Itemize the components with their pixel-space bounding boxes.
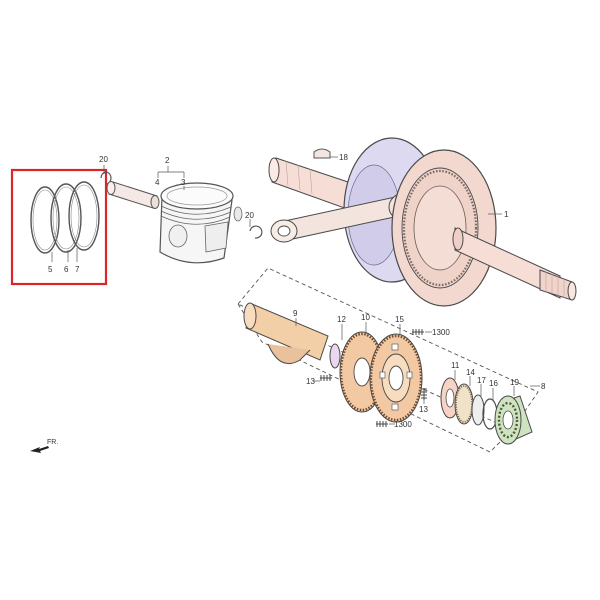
label-13-left: 13 [306, 377, 315, 386]
washer-17[interactable] [471, 394, 485, 426]
bolt-icon[interactable] [412, 329, 424, 335]
piston-ring-set[interactable] [30, 181, 100, 254]
bolt-icon[interactable] [320, 375, 332, 381]
label-19: 19 [510, 378, 519, 387]
ball-bearing[interactable] [494, 395, 533, 445]
label-14: 14 [466, 368, 475, 377]
starter-clutch-gear[interactable] [369, 333, 423, 423]
label-11: 11 [451, 361, 460, 370]
starter-idle-shaft[interactable] [243, 302, 329, 364]
label-7: 7 [75, 265, 80, 274]
label-20-right: 20 [245, 211, 254, 220]
needle-bearing-14[interactable] [454, 383, 474, 425]
highlight-box [10, 168, 108, 286]
label-10: 10 [361, 313, 370, 322]
front-label: FR. [47, 439, 58, 446]
label-9: 9 [293, 309, 298, 318]
label-8: 8 [541, 382, 546, 391]
piston[interactable] [159, 182, 243, 264]
label-2: 2 [165, 156, 170, 165]
label-4: 4 [155, 178, 160, 187]
bolt-icon[interactable] [421, 388, 427, 400]
label-1: 1 [504, 210, 509, 219]
label-13-right: 13 [419, 405, 428, 414]
front-direction-arrow-icon [30, 446, 49, 453]
label-5: 5 [48, 265, 53, 274]
label-6: 6 [64, 265, 69, 274]
bolt-icon[interactable] [376, 421, 388, 427]
label-1300-top: 1300 [432, 328, 450, 337]
washer-12[interactable] [329, 343, 341, 369]
piston-pin[interactable] [106, 181, 160, 209]
label-17: 17 [477, 376, 486, 385]
label-1300-bottom: 1300 [394, 420, 412, 429]
label-20-left: 20 [99, 155, 108, 164]
label-18: 18 [339, 153, 348, 162]
label-12: 12 [337, 315, 346, 324]
piston-pin-clip-right[interactable] [249, 225, 263, 239]
label-3: 3 [181, 178, 186, 187]
washer-11[interactable] [440, 377, 460, 419]
label-15: 15 [395, 315, 404, 324]
label-16: 16 [489, 379, 498, 388]
crankshaft-assembly[interactable] [268, 137, 577, 307]
woodruff-key[interactable] [313, 148, 331, 159]
